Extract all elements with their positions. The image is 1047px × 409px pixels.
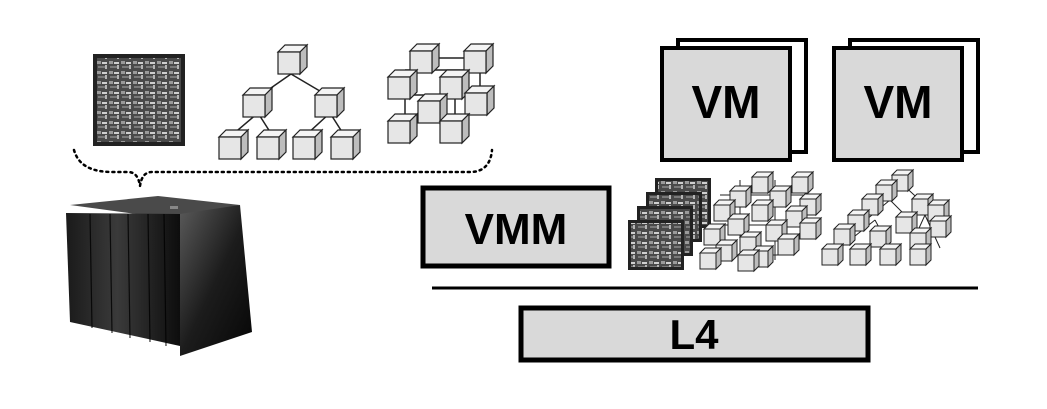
replicated-mesh-icons [699, 171, 822, 272]
vm-box-2: VM [832, 38, 980, 162]
vm-1-label: VM [692, 76, 761, 128]
vm-2-label: VM [864, 76, 933, 128]
l4-label: L4 [669, 311, 719, 358]
grouping-brace [72, 148, 494, 187]
supercomputer-rack-icon [66, 196, 252, 356]
l4-box: L4 [518, 305, 871, 363]
replicated-tree-icons [821, 169, 952, 266]
mesh-topology-icon [387, 43, 495, 144]
vmm-label: VMM [465, 205, 568, 254]
tree-topology-icon [218, 44, 361, 160]
vm-box-1: VM [660, 38, 808, 162]
replicated-chip-icons [628, 178, 711, 270]
vmm-box: VMM [420, 185, 612, 269]
chip-die-icon [93, 54, 185, 146]
